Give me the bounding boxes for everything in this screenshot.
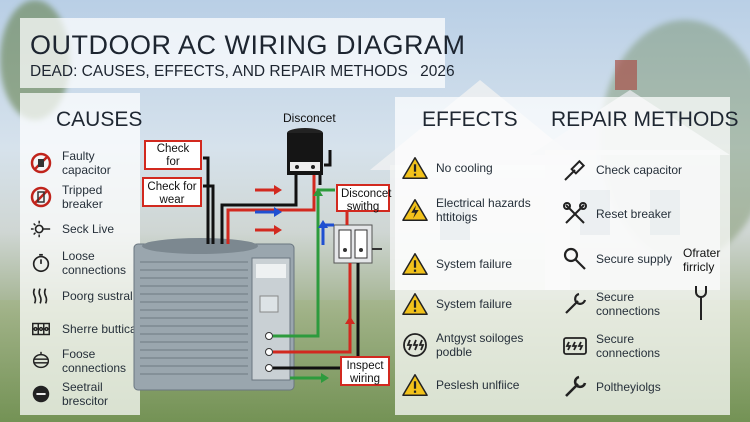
effect-item: Electrical hazards httitoigs (402, 196, 546, 224)
effect-item: Peslesh unlfiice (402, 372, 546, 398)
repair-label: Secure connections (596, 290, 661, 318)
warning-icon (402, 291, 428, 317)
cause-item: Poorg sustral (28, 283, 142, 309)
cause-label: Sherre buttical (62, 322, 140, 336)
no-breaker-icon (28, 184, 54, 210)
cause-item: Faulty capacitor (28, 149, 142, 177)
subtitle-text: DEAD: CAUSES, EFFECTS, AND REPAIR METHOD… (30, 63, 408, 80)
year-label: 2026 (420, 63, 455, 80)
timer-icon (28, 250, 54, 276)
effects-heading: EFFECTS (422, 108, 518, 131)
wrench-icon (562, 291, 588, 317)
repair-item: Reset breaker (562, 201, 686, 227)
electric-circle-icon (402, 332, 428, 358)
warning-icon (402, 251, 428, 277)
cause-item: Seck Live (28, 216, 142, 242)
effect-item: System failure (402, 251, 546, 277)
cause-label: Loose connections (62, 249, 127, 277)
disconnect-switch-label: Disconcet swithg (336, 184, 392, 213)
repair-item: Secure connections (562, 290, 686, 318)
repair-item: Secure supply (562, 246, 686, 272)
page-title: OUTDOOR AC WIRING DIAGRAM (30, 30, 466, 60)
cause-label: Poorg sustral (62, 289, 133, 303)
effect-item: Antgyst soiloges podble (402, 331, 546, 359)
cause-item: Seetrail brescitor (28, 380, 142, 408)
disconnect-switch (333, 224, 382, 264)
warning-icon (402, 372, 428, 398)
electrical-hazard-icon (402, 197, 428, 223)
effect-label: No cooling (436, 161, 493, 175)
causes-heading: CAUSES (56, 108, 143, 131)
cause-label: Tripped breaker (62, 183, 103, 211)
page-subtitle: DEAD: CAUSES, EFFECTS, AND REPAIR METHOD… (30, 63, 455, 81)
effect-item: System failure (402, 291, 546, 317)
disconnect-box (287, 128, 323, 175)
repair-item: Poltheyiolgs (562, 374, 686, 400)
title-panel (20, 18, 445, 88)
repair-label: Check capacitor (596, 163, 683, 177)
callout-inspect-wiring: Inspect wiring (340, 356, 390, 386)
cause-item: Loose connections (28, 249, 142, 277)
repair-methods-heading: REPAIR METHODS (551, 108, 739, 131)
repair-extra-label: Ofrater firricly (683, 246, 721, 274)
disconnect-label: Disconcet (283, 111, 336, 125)
cause-item: Tripped breaker (28, 183, 142, 211)
terminal-icon (562, 333, 588, 359)
callout-check-for: Check for (144, 140, 202, 170)
screwdriver-icon (562, 157, 588, 183)
repair-label: Reset breaker (596, 207, 672, 221)
wrench-icon (562, 374, 588, 400)
effects-repairs-panel (395, 97, 730, 415)
cause-item: Sherre buttical (28, 316, 142, 342)
probe-icon (562, 246, 588, 272)
cause-label: Seck Live (62, 222, 115, 236)
cause-label: Faulty capacitor (62, 149, 111, 177)
cause-label: Seetrail brescitor (62, 380, 109, 408)
warning-icon (402, 155, 428, 181)
coil-icon (28, 348, 54, 374)
tools-icon (562, 201, 588, 227)
effect-item: No cooling (402, 155, 546, 181)
terminal-block-icon (28, 316, 54, 342)
sun-wire-icon (28, 216, 54, 242)
effect-label: System failure (436, 257, 513, 271)
no-capacitor-icon (28, 150, 54, 176)
repair-label: Poltheyiolgs (596, 380, 661, 394)
flow-arrows (255, 185, 355, 383)
repair-item: Check capacitor (562, 157, 686, 183)
effect-label: Peslesh unlfiice (436, 378, 520, 392)
effect-label: Antgyst soiloges podble (436, 331, 524, 359)
effect-label: System failure (436, 297, 513, 311)
repair-label: Secure supply (596, 252, 673, 266)
repair-item: Secure connections (562, 332, 686, 360)
cause-item: Foose connections (28, 347, 142, 375)
callout-check-for-wear: Check for wear (142, 177, 202, 207)
effect-label: Electrical hazards httitoigs (436, 196, 531, 224)
gauge-icon (28, 381, 54, 407)
cause-label: Foose connections (62, 347, 127, 375)
repair-label: Secure connections (596, 332, 661, 360)
ac-condenser-unit (133, 238, 295, 391)
heat-wave-icon (28, 283, 54, 309)
wrench-icon (692, 284, 710, 327)
